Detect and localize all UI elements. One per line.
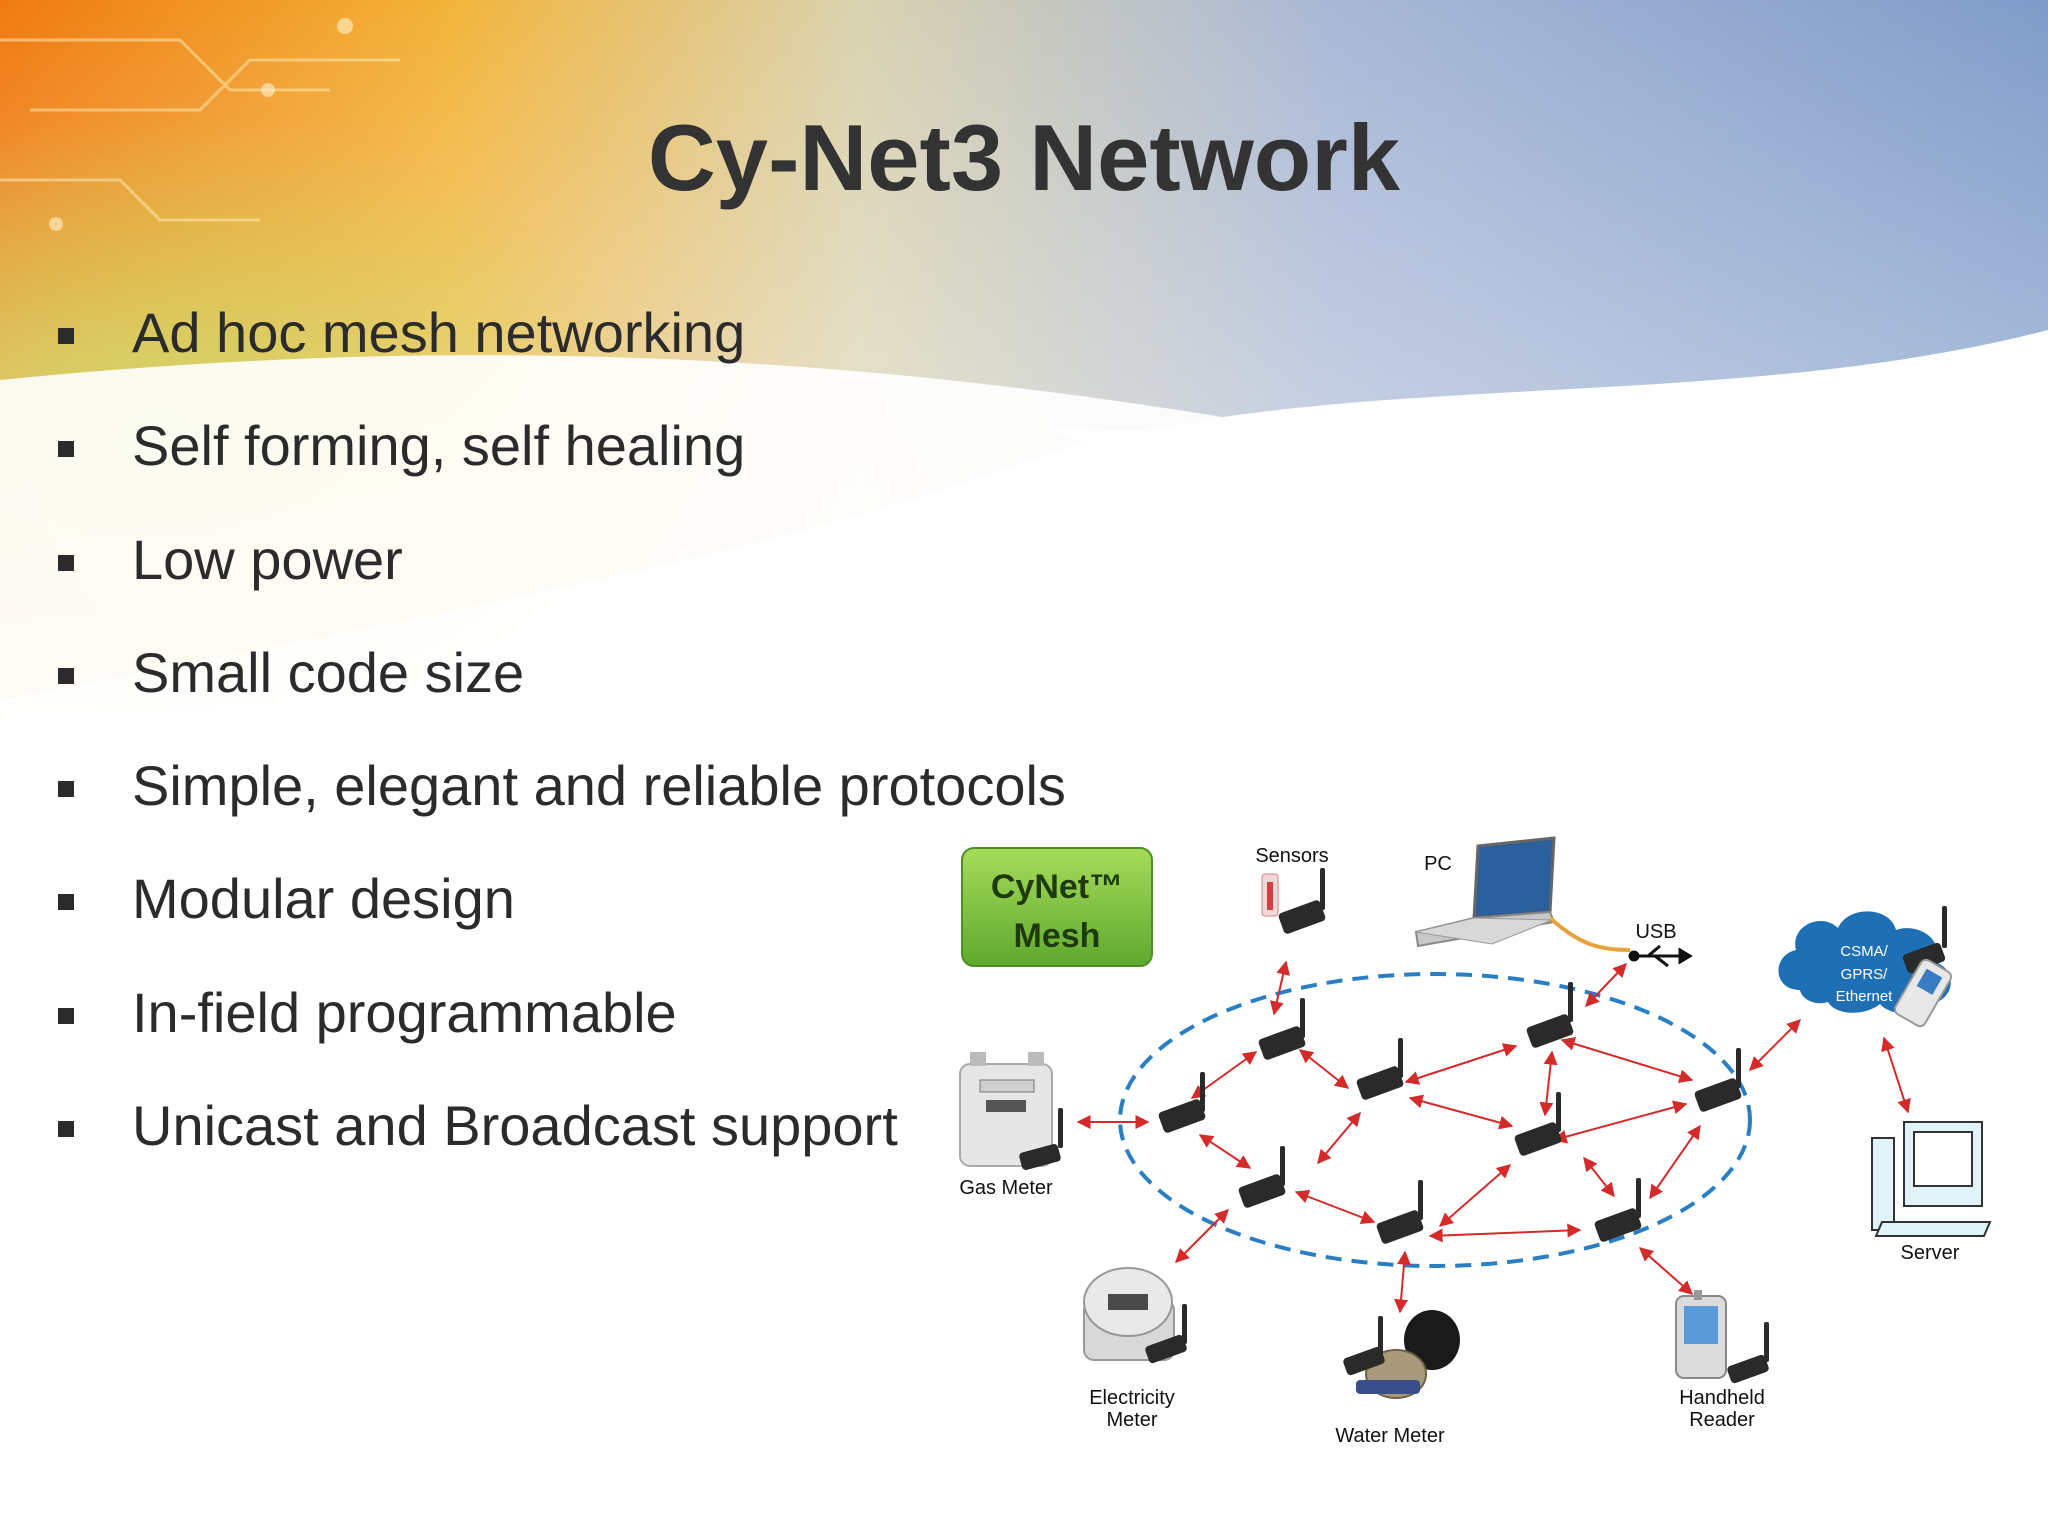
- radio-node-icon: [1694, 1048, 1742, 1112]
- thermometer-icon: [1261, 873, 1279, 917]
- electricity-meter-label-line1: Electricity: [1089, 1387, 1175, 1409]
- radio-node-icon: [1145, 1304, 1187, 1364]
- network-cloud: CSMA/ GPRS/ Ethernet: [1778, 906, 1953, 1028]
- usb-label: USB: [1635, 921, 1676, 943]
- handheld-reader-label-line2: Reader: [1689, 1409, 1755, 1431]
- electricity-meter-device: Electricity Meter: [1083, 1267, 1187, 1431]
- bullet-square-icon: [58, 554, 74, 571]
- gas-meter-icon: [959, 1052, 1053, 1167]
- handheld-reader-label-line1: Handheld: [1679, 1387, 1765, 1409]
- bullet-square-icon: [58, 781, 74, 798]
- bullet-square-icon: [58, 328, 74, 344]
- mesh-network-diagram: CyNet™ Mesh: [959, 836, 1992, 1447]
- radio-node-icon: [1526, 982, 1574, 1048]
- water-meter-device: Water Meter: [1335, 1310, 1460, 1447]
- badge-subtitle-text: Mesh: [1014, 917, 1101, 955]
- sensors-device: Sensors: [1255, 845, 1329, 934]
- pc-laptop: PC: [1414, 836, 1631, 952]
- cloud-label-line3: Ethernet: [1836, 988, 1894, 1005]
- electricity-meter-label-line2: Meter: [1106, 1409, 1157, 1431]
- radio-node-icon: [1727, 1322, 1769, 1384]
- radio-node-icon: [1514, 1092, 1562, 1156]
- radio-node-icon: [1594, 1178, 1642, 1242]
- radio-node-icon: [1258, 998, 1306, 1060]
- mesh-boundary-ring: [1118, 972, 1752, 1268]
- bullet-square-icon: [58, 667, 74, 684]
- water-meter-label: Water Meter: [1335, 1425, 1445, 1447]
- radio-node-icon: [1019, 1108, 1063, 1170]
- radio-node-icon: [1902, 906, 1947, 974]
- radio-node-icon: [1158, 1072, 1206, 1133]
- server-computer: Server: [1871, 1121, 1992, 1264]
- pc-label: PC: [1424, 853, 1452, 875]
- gas-meter-label: Gas Meter: [959, 1177, 1053, 1199]
- handheld-reader-device: Handheld Reader: [1675, 1290, 1769, 1431]
- laptop-icon: [1414, 836, 1556, 948]
- slide-title: Cy-Net3 Network: [647, 105, 1401, 210]
- cloud-label-line1: CSMA/: [1840, 943, 1888, 960]
- sensors-label: Sensors: [1255, 845, 1328, 867]
- mesh-node-icons: [1158, 982, 1742, 1244]
- mobile-phone-icon: [1893, 958, 1953, 1028]
- radio-node-icon: [1343, 1316, 1385, 1376]
- radio-node-icon: [1278, 868, 1326, 934]
- usb-icon: [1628, 944, 1693, 968]
- bullet-square-icon: [58, 894, 74, 911]
- computer-icon: [1871, 1121, 1992, 1237]
- usb-connector: USB: [1628, 921, 1693, 968]
- radio-node-icon: [1238, 1146, 1286, 1208]
- radio-node-icon: [1376, 1180, 1424, 1244]
- mesh-links: [1076, 960, 1911, 1314]
- handheld-icon: [1675, 1290, 1727, 1379]
- bullet-square-icon: [58, 1121, 74, 1138]
- server-label: Server: [1901, 1242, 1960, 1264]
- gas-meter-device: Gas Meter: [959, 1052, 1063, 1199]
- cynet-mesh-badge: CyNet™ Mesh: [961, 847, 1153, 967]
- bullet-square-icon: [58, 1007, 74, 1024]
- radio-node-icon: [1356, 1038, 1404, 1100]
- cloud-label-line2: GPRS/: [1841, 966, 1889, 983]
- bullet-square-icon: [58, 441, 74, 458]
- badge-title-text: CyNet™: [991, 868, 1123, 906]
